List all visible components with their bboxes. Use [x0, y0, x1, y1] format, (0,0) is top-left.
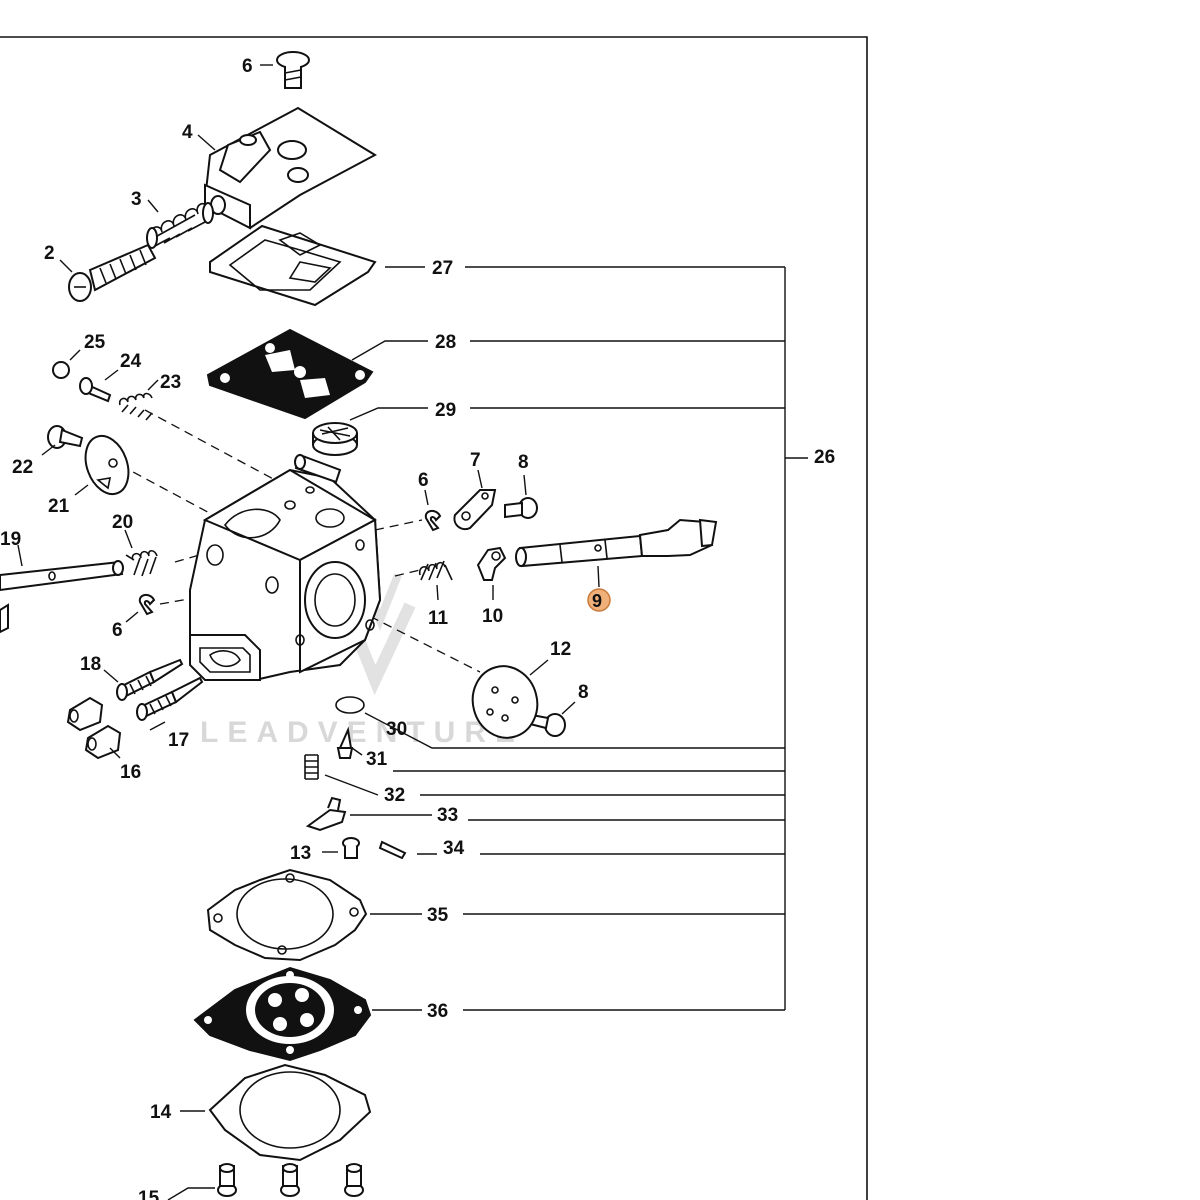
label-part-22: 22: [12, 457, 33, 478]
part-12-plate: [471, 659, 549, 739]
part-35-gasket: [206, 868, 422, 962]
part-4-cover: [197, 106, 378, 230]
label-part-31: 31: [366, 749, 388, 770]
part-28-diaphragm: [206, 328, 428, 420]
part-33-lever: [305, 796, 432, 832]
part-34-pin: [378, 840, 437, 860]
label-part-21: 21: [48, 496, 70, 517]
part-24-pin: [79, 369, 119, 403]
label-part-10: 10: [482, 606, 503, 627]
part-17-needle: [136, 676, 204, 731]
part-16-caps: [66, 696, 122, 760]
part-18-needle: [103, 658, 184, 701]
label-part-24: 24: [120, 351, 142, 372]
part-21-plate: [74, 434, 130, 496]
part-labels: 6 4 3 2 27 28 29 26 25 24 23 22 21 19 20…: [0, 56, 835, 1200]
part-19-shaft: [0, 544, 124, 634]
label-part-20: 20: [112, 512, 133, 533]
label-part-29: 29: [435, 400, 456, 421]
part-32-spring: [304, 754, 379, 796]
part-14-gasket: [180, 1063, 372, 1162]
label-part-36: 36: [427, 1001, 448, 1022]
label-part-11: 11: [428, 608, 449, 629]
part-31-needle-valve: [336, 726, 363, 759]
part-9-shaft: [515, 518, 718, 588]
watermark-text: LEADVENTURE: [200, 716, 524, 749]
label-part-16: 16: [120, 762, 141, 783]
part-29-screen: [312, 407, 428, 456]
label-part-3: 3: [131, 189, 142, 210]
label-part-15: 15: [138, 1188, 160, 1200]
part-11-spring: [418, 560, 453, 601]
part-2-screw: [59, 243, 157, 302]
label-part-25: 25: [84, 332, 106, 353]
part-23-spring: [118, 379, 159, 421]
label-part-33: 33: [437, 805, 458, 826]
part-25-ball: [52, 349, 81, 379]
part-13-screw: [322, 837, 360, 859]
assembly-bracket: [364, 266, 808, 1011]
label-part-8-lower: 8: [578, 682, 589, 703]
part-5-screw: [260, 51, 310, 89]
part-27-gasket: [209, 224, 425, 307]
part-8-screw-upper: [504, 474, 538, 519]
label-part-17: 17: [168, 730, 189, 751]
label-part-2: 2: [44, 243, 55, 264]
label-part-19: 19: [0, 529, 21, 550]
label-part-8-upper: 8: [518, 452, 529, 473]
label-part-9: 9: [592, 591, 602, 611]
part-6-clip-lower: [125, 594, 156, 623]
label-part-5: 6: [242, 56, 253, 77]
label-part-13: 13: [290, 843, 311, 864]
label-part-34: 34: [443, 838, 465, 859]
label-part-26: 26: [814, 447, 835, 468]
label-part-27: 27: [432, 258, 453, 279]
label-part-6-upper: 6: [418, 470, 429, 491]
carburetor-body: [189, 453, 382, 682]
part-22-screw: [41, 425, 84, 456]
part-10-lever: [476, 546, 507, 600]
label-part-28: 28: [435, 332, 456, 353]
highlighted-part-9-callout[interactable]: 9: [587, 588, 611, 612]
label-part-30: 30: [386, 719, 407, 740]
part-20-spring: [124, 529, 158, 577]
highlight-circle: [587, 588, 611, 612]
part-30-oring: [335, 696, 365, 714]
label-part-32: 32: [384, 785, 405, 806]
part-36-diaphragm: [193, 966, 422, 1062]
label-part-14: 14: [150, 1102, 172, 1123]
part-7-lever: [453, 469, 497, 531]
part-6-clip-upper: [424, 489, 442, 532]
label-part-35: 35: [427, 905, 449, 926]
part-15-screws: [167, 1163, 364, 1200]
part-3-spring: [146, 199, 214, 249]
label-part-23: 23: [160, 372, 181, 393]
label-part-18: 18: [80, 654, 101, 675]
label-part-4: 4: [182, 122, 193, 143]
label-part-12: 12: [550, 639, 571, 660]
label-part-7: 7: [470, 450, 481, 471]
label-part-6-lower: 6: [112, 620, 123, 641]
diagram-frame: [0, 36, 868, 1200]
